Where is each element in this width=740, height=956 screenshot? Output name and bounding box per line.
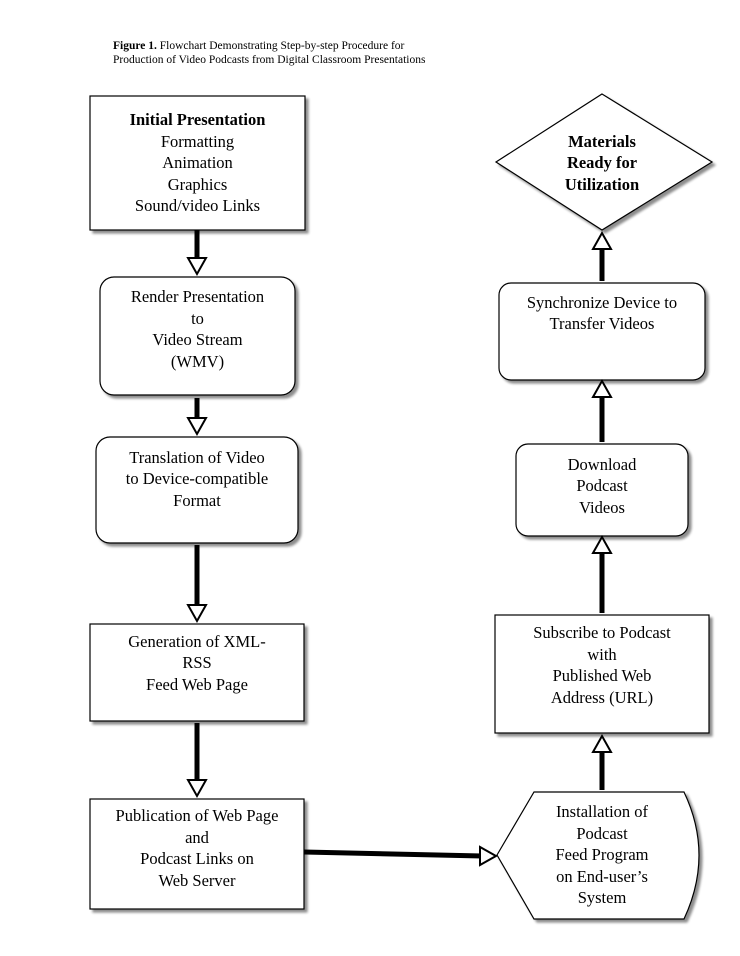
node-line: Address (URL) xyxy=(550,687,654,707)
caption-text-2: Production of Video Podcasts from Digita… xyxy=(113,54,426,66)
caption-line-1: Figure 1. Flowchart Demonstrating Step-b… xyxy=(113,39,533,53)
node-line: Materials xyxy=(568,131,636,151)
node-line: Animation xyxy=(162,153,233,173)
installation-text: Installation of Podcast Feed Program on … xyxy=(520,796,684,914)
node-line: Render Presentation xyxy=(130,287,265,306)
node-line: Download xyxy=(567,454,637,474)
generation-box xyxy=(89,623,305,722)
node-line: Generation of XML- xyxy=(128,631,266,651)
arrow-generation-to-publication xyxy=(186,723,208,799)
initial-presentation-box xyxy=(89,95,306,231)
node-line: Subscribe to Podcast xyxy=(533,623,671,642)
materials-text: Materials Ready for Utilization xyxy=(532,128,672,198)
render-text: Render Presentation to Video Stream (WMV… xyxy=(100,280,295,378)
publication-box xyxy=(89,798,305,910)
node-line: Translation of Video xyxy=(129,447,265,467)
node-line: System xyxy=(577,888,627,908)
arrow-publication-to-installation xyxy=(303,845,499,867)
node-line: Videos xyxy=(579,497,625,517)
arrow-render-to-translation xyxy=(186,398,208,437)
initial-presentation-title: Initial Presentation xyxy=(129,110,266,130)
node-line: Feed Program xyxy=(555,845,649,865)
node-line: Video Stream xyxy=(152,330,243,349)
subscribe-box xyxy=(494,614,710,734)
node-line: (WMV) xyxy=(170,351,225,371)
node-line: to xyxy=(191,308,204,328)
node-line: with xyxy=(587,644,617,664)
node-line: Podcast xyxy=(576,476,628,496)
arrow-download-to-synchronize xyxy=(591,378,613,442)
node-line: Utilization xyxy=(564,174,640,194)
generation-text: Generation of XML- RSS Feed Web Page xyxy=(90,627,304,699)
node-line: Podcast xyxy=(576,823,628,843)
publication-text: Publication of Web Page and Podcast Link… xyxy=(90,802,304,894)
node-line: Synchronize Device to xyxy=(526,292,678,312)
download-text: Download Podcast Videos xyxy=(516,450,688,522)
initial-presentation-text: Initial Presentation Formatting Animatio… xyxy=(90,99,305,227)
node-line: Formatting xyxy=(160,131,235,151)
materials-decision-diamond xyxy=(494,93,714,231)
node-line: Ready for xyxy=(566,153,638,173)
node-line: on End-user’s xyxy=(556,866,648,886)
caption-label: Figure 1. xyxy=(113,40,157,52)
node-line: Podcast Links on xyxy=(140,849,254,868)
node-line: RSS xyxy=(182,653,212,673)
node-line: and xyxy=(185,827,209,847)
arrow-initial-to-render xyxy=(186,230,208,277)
arrow-synchronize-to-materials xyxy=(591,230,613,281)
node-line: Installation of xyxy=(555,802,649,822)
node-line: Publication of Web Page xyxy=(115,806,279,825)
node-line: Graphics xyxy=(167,174,228,194)
translation-text: Translation of Video to Device-compatibl… xyxy=(96,440,298,518)
figure-caption: Figure 1. Flowchart Demonstrating Step-b… xyxy=(113,39,533,67)
node-line: Sound/video Links xyxy=(134,196,261,216)
node-line: to Device-compatible xyxy=(125,469,269,489)
caption-text-1: Flowchart Demonstrating Step-by-step Pro… xyxy=(159,40,405,52)
translation-box xyxy=(95,436,299,544)
subscribe-text: Subscribe to Podcast with Published Web … xyxy=(495,618,709,712)
node-line: Transfer Videos xyxy=(549,314,655,333)
arrow-subscribe-to-download xyxy=(591,534,613,613)
synchronize-text: Synchronize Device to Transfer Videos xyxy=(499,289,705,337)
arrow-translation-to-generation xyxy=(186,545,208,624)
node-line: Web Server xyxy=(158,870,236,890)
arrow-installation-to-subscribe xyxy=(591,733,613,790)
installation-display-shape xyxy=(496,791,700,920)
node-line: Published Web xyxy=(552,666,652,685)
render-box xyxy=(99,276,296,396)
node-line: Feed Web Page xyxy=(146,674,248,694)
node-line: Format xyxy=(173,490,221,510)
